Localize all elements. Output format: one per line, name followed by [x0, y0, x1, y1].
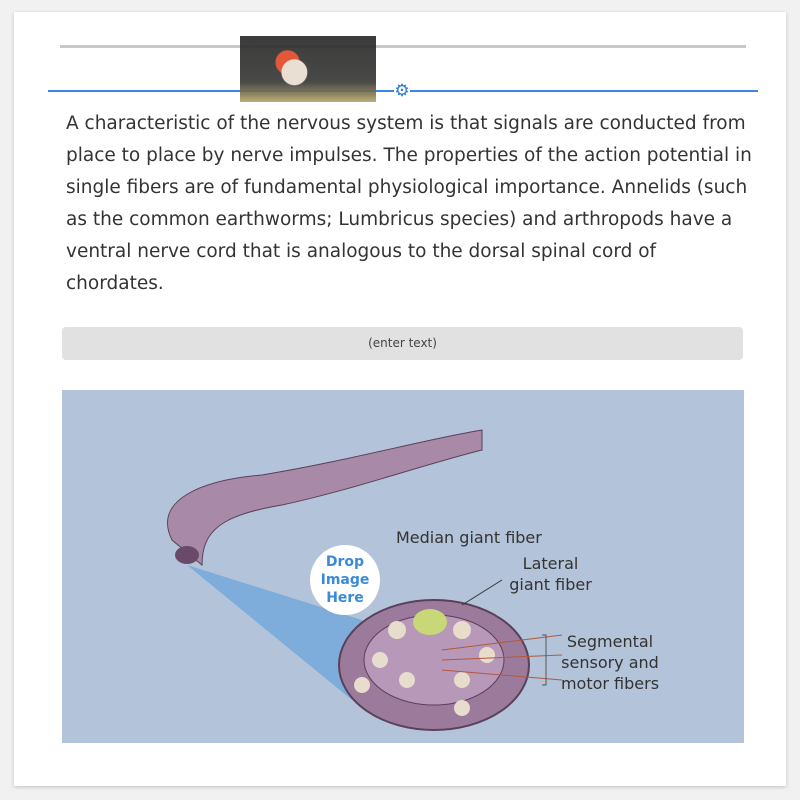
divider: [60, 45, 746, 48]
label-segmental-fibers: Segmental sensory and motor fibers: [560, 632, 660, 693]
label-lateral-giant-fiber: Lateral giant fiber: [509, 554, 592, 594]
earthworm-figure[interactable]: [62, 390, 744, 743]
earthworm-illustration: [167, 429, 563, 731]
caption-input[interactable]: (enter text): [62, 327, 743, 360]
label-median-giant-fiber: Median giant fiber: [396, 528, 542, 547]
drop-image-label: Drop Image Here: [320, 554, 370, 606]
gear-icon[interactable]: ⚙: [394, 81, 410, 101]
dragged-image-thumbnail[interactable]: [240, 36, 376, 102]
drop-image-target[interactable]: Drop Image Here: [310, 545, 380, 615]
body-paragraph[interactable]: A characteristic of the nervous system i…: [66, 113, 752, 294]
